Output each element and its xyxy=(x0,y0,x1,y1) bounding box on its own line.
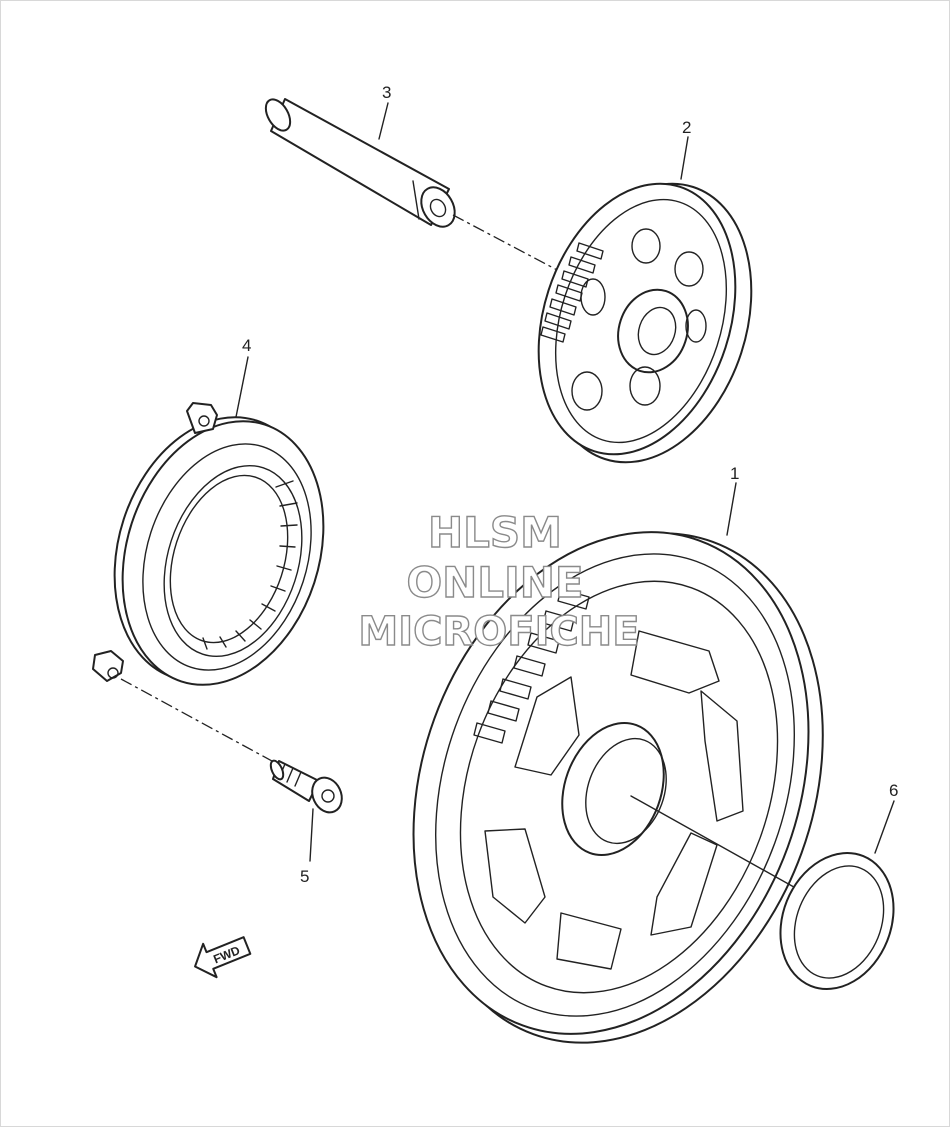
watermark: HLSM ONLINE MICROFICHE xyxy=(358,507,641,655)
leader-3 xyxy=(378,102,389,140)
axis-line-bolt xyxy=(120,678,284,768)
part-5-bolt xyxy=(269,759,343,814)
leader-6 xyxy=(874,800,895,854)
callout-3: 3 xyxy=(382,83,391,102)
callout-2: 2 xyxy=(682,118,691,137)
watermark-line-1: HLSM xyxy=(428,508,562,557)
watermark-line-3: MICROFICHE xyxy=(358,609,639,655)
leader-4 xyxy=(235,356,249,418)
fwd-arrow: FWD xyxy=(194,936,252,979)
part-1-gear-teeth xyxy=(473,588,590,744)
axis-line-shaft xyxy=(452,214,560,272)
part-3-shaft xyxy=(264,98,456,228)
part-2-gear-teeth xyxy=(540,242,604,343)
callout-1: 1 xyxy=(730,464,739,483)
callout-4: 4 xyxy=(242,336,251,355)
part-4-rollers xyxy=(202,480,298,650)
part-6-washer xyxy=(779,852,895,990)
callout-6: 6 xyxy=(889,781,898,800)
leader-1 xyxy=(726,482,737,536)
leader-2 xyxy=(680,136,689,180)
part-4-clutch-housing xyxy=(92,402,325,686)
part-1-wheel-gear xyxy=(412,531,824,1044)
callout-5: 5 xyxy=(300,867,309,886)
leader-5 xyxy=(309,808,314,862)
axis-line-washer xyxy=(630,795,802,892)
watermark-line-2: ONLINE xyxy=(406,558,583,607)
part-2-idle-gear xyxy=(537,182,753,464)
